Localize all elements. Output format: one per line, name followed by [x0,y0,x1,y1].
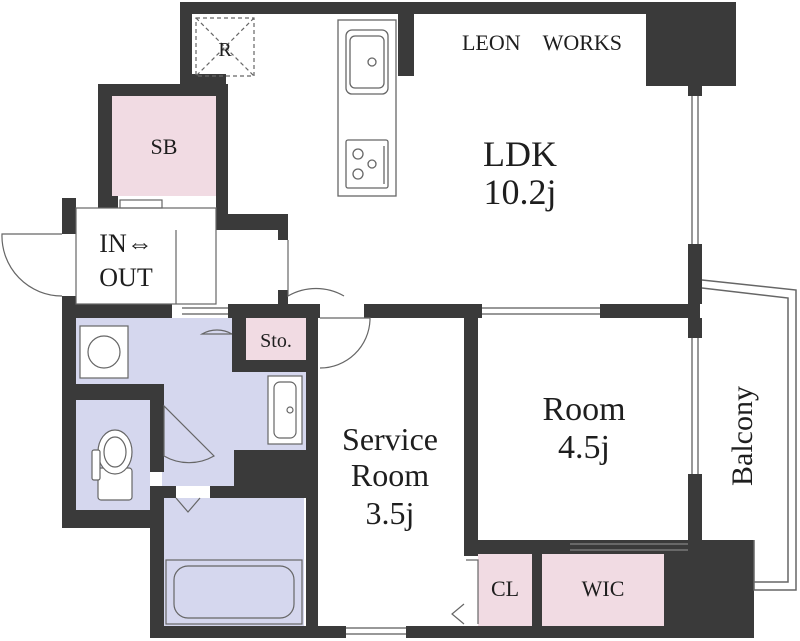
brand-text: LEON WORKS [462,30,622,55]
windows [182,96,699,635]
walls [62,2,754,638]
balcony-label: Balcony [726,386,759,486]
wic-zone [542,552,664,628]
room-size: 4.5j [558,429,610,466]
cl-zone [478,554,532,626]
wic-label: WIC [582,576,625,601]
ldk-size: 10.2j [483,172,556,212]
room-label: Room [542,391,625,428]
refrigerator-label: R [218,39,232,61]
sto-zone [246,318,306,360]
storage-areas [112,96,664,628]
bathtub [165,559,303,625]
vanity-basin [267,375,303,445]
sb-label: SB [151,134,178,159]
entrance-label-2: OUT [99,263,153,292]
stove [345,139,389,189]
service-room-label-1: Service [342,421,438,457]
bath-zone [164,498,304,628]
toilet [91,429,133,501]
refrigerator-space [195,17,255,77]
entrance-lines [75,199,217,305]
washroom-strip [162,452,234,486]
ldk-label: LDK [483,134,557,174]
service-room-label-2: Room [351,457,429,493]
kitchen-counter [337,19,397,197]
service-room-size: 3.5j [366,495,415,531]
sto-label: Sto. [260,330,292,352]
sb-zone [112,96,216,196]
balcony [701,279,797,591]
labels: LEON WORKS LDK 10.2j Room 4.5j Service R… [99,30,759,601]
cl-label: CL [491,576,519,601]
door-swings [1,233,479,625]
entrance-label-1: IN⇔ [99,229,152,258]
washing-machine-space [79,325,129,379]
